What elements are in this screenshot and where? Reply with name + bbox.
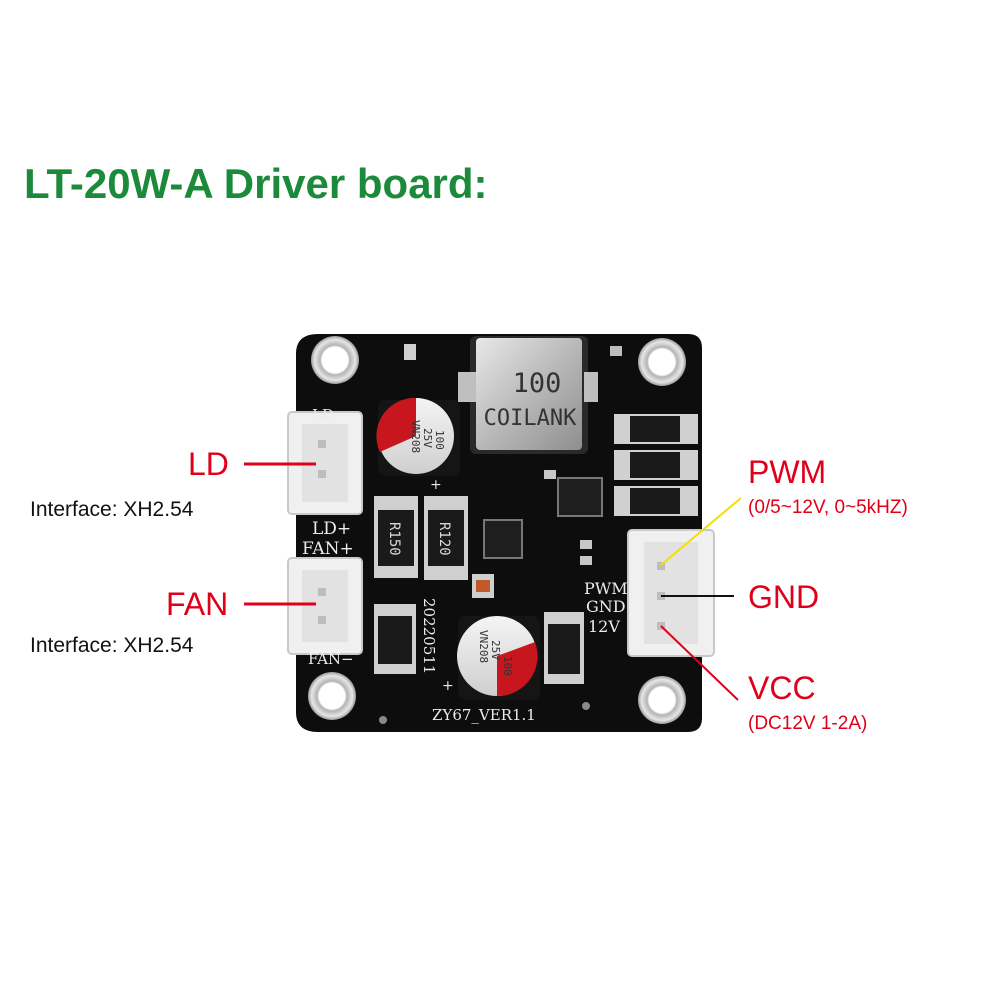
fan-label: FAN — [166, 586, 229, 622]
resistor-r120: R120 — [424, 496, 468, 580]
via — [379, 716, 387, 724]
silk-ld-minus: LD− — [312, 406, 347, 424]
smd-part — [580, 556, 592, 565]
silk-version: ZY67_VER1.1 — [432, 706, 536, 724]
ic-chip — [557, 477, 603, 517]
smd-diode-body — [378, 616, 412, 664]
mosfet-3 — [614, 486, 698, 516]
inductor: 100 COILANK — [458, 336, 598, 454]
cap-bottom-code: VN208 — [477, 630, 490, 663]
silk-date: 20220511 — [420, 598, 438, 674]
ld-interface-label: Interface: XH2.54 — [30, 498, 194, 521]
smd-part — [476, 580, 490, 592]
capacitor-top: 100 25V VN208 + — [376, 397, 460, 493]
pwm-spec-label: (0/5~12V, 0~5kHZ) — [748, 497, 908, 518]
ld-label: LD — [188, 446, 229, 482]
resistor-r120-label: R120 — [436, 522, 452, 556]
cap-bottom-value: 100 — [501, 656, 514, 676]
cap-top-code: VN208 — [409, 420, 422, 453]
silk-plus-top: + — [430, 477, 442, 493]
mosfet-2 — [614, 450, 698, 480]
mounting-hole-top-left — [311, 336, 359, 384]
mounting-hole-bottom-left — [308, 672, 356, 720]
smd-part — [580, 540, 592, 549]
pwm-gnd-vcc-connector — [627, 529, 715, 657]
capacitor-bottom: VN208 25V 100 + — [442, 616, 540, 700]
diagram-title: LT-20W-A Driver board: — [24, 160, 488, 207]
cap-top-voltage: 25V — [421, 428, 434, 448]
mosfet-1 — [614, 414, 698, 444]
pwm-label: PWM — [748, 454, 827, 490]
inductor-brand: COILANK — [484, 406, 577, 431]
pwm-leader-line — [660, 497, 742, 566]
via — [582, 702, 590, 710]
inductor-value: 100 — [513, 368, 562, 399]
silk-12v: 12V — [588, 617, 620, 636]
mounting-hole-top-right — [638, 338, 686, 386]
fan-interface-label: Interface: XH2.54 — [30, 634, 194, 657]
gnd-label: GND — [748, 579, 820, 615]
silk-gnd: GND — [586, 597, 626, 616]
smd-part — [404, 344, 416, 360]
cap-top-value: 100 — [433, 430, 446, 450]
ic-chip-body — [548, 624, 580, 674]
cap-bottom-voltage: 25V — [489, 640, 502, 660]
ic-chip — [483, 519, 523, 559]
silk-plus-bottom: + — [442, 678, 454, 694]
mounting-hole-bottom-right — [638, 676, 686, 724]
vcc-leader-line — [660, 625, 739, 701]
resistor-r150: R150 — [374, 496, 418, 578]
vcc-label: VCC — [748, 670, 816, 706]
silk-ld-plus: LD+ — [312, 519, 351, 539]
resistor-r150-label: R150 — [386, 522, 402, 556]
vcc-spec-label: (DC12V 1-2A) — [748, 713, 868, 734]
smd-part — [544, 470, 556, 479]
silk-pwm: PWM — [584, 579, 628, 598]
smd-part — [610, 346, 622, 356]
silk-fan-plus: FAN+ — [302, 539, 354, 559]
silk-fan-minus: FAN− — [308, 650, 354, 668]
fan-connector — [287, 557, 363, 655]
